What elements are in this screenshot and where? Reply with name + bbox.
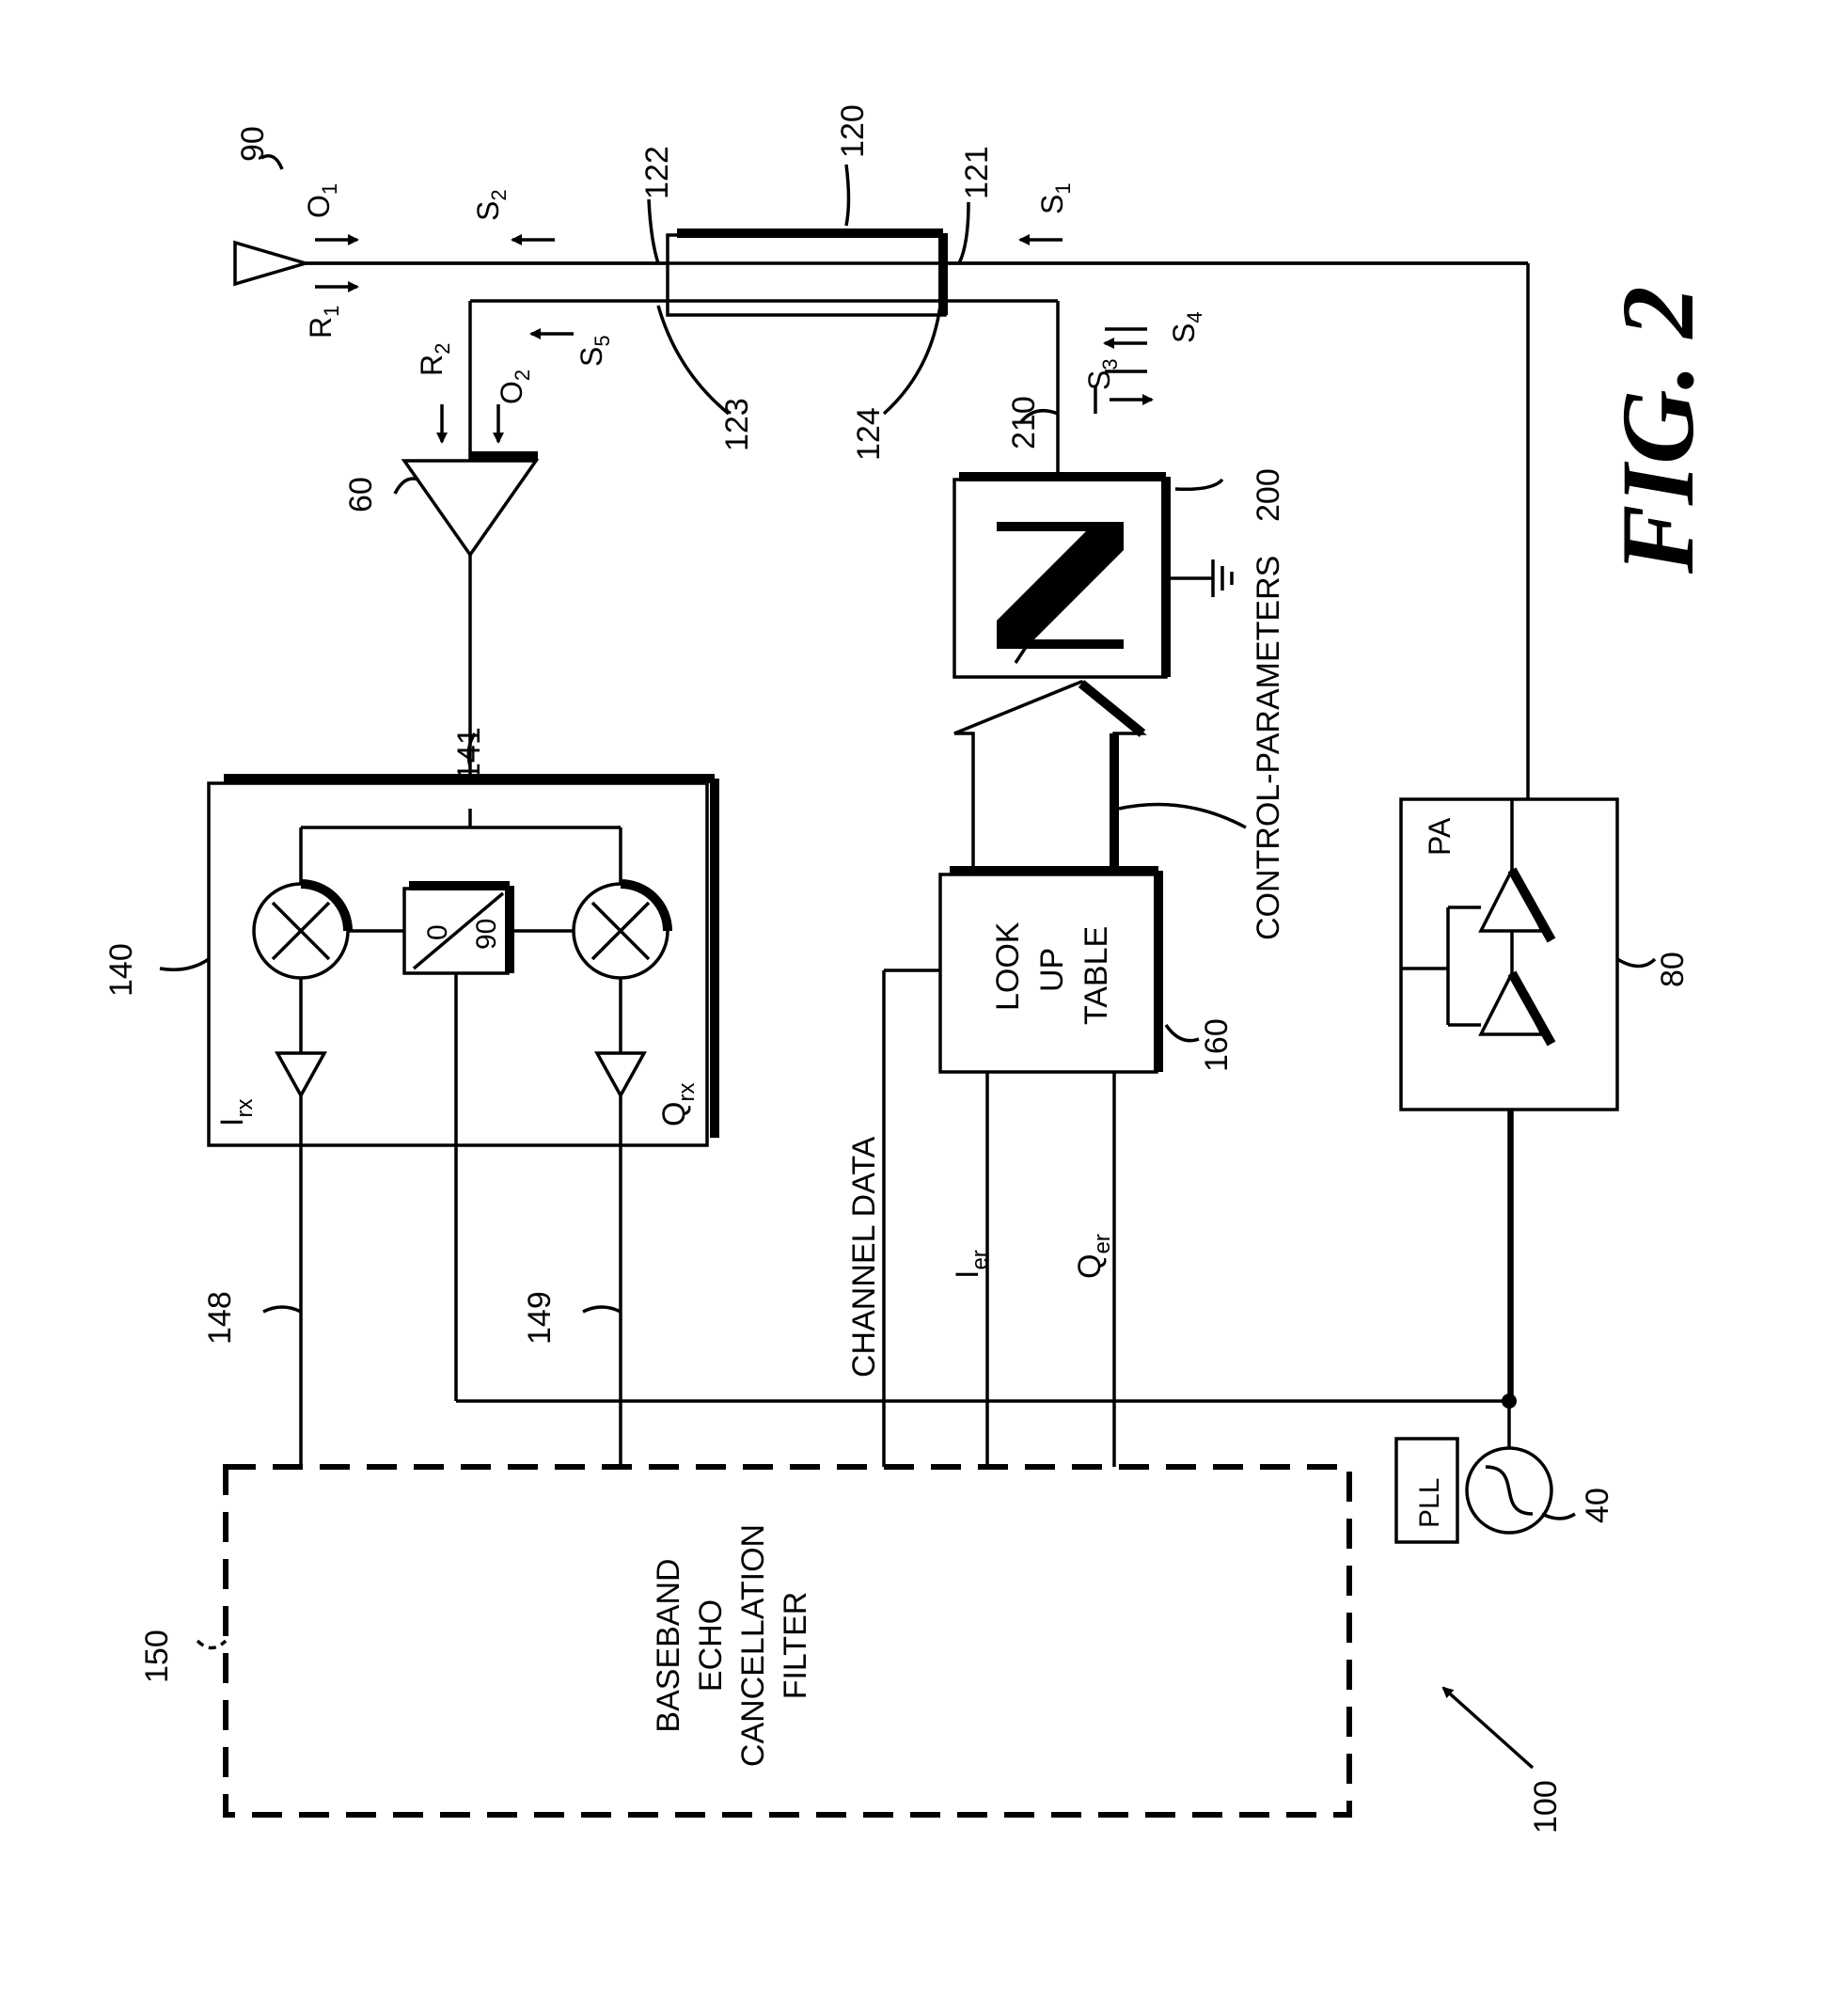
- label-phase-90: 90: [471, 919, 502, 950]
- label-pll: PLL: [1414, 1478, 1445, 1528]
- lookup-line2: UP: [1034, 948, 1070, 992]
- ref-149: 149: [522, 1291, 558, 1345]
- label-s5: S5: [575, 335, 614, 367]
- filter-line3: CANCELLATION: [735, 1524, 771, 1767]
- leader-121: [959, 202, 968, 263]
- ref-90: 90: [235, 126, 271, 162]
- leader-150: [197, 1641, 226, 1648]
- ref-210: 210: [1006, 396, 1042, 449]
- ref-160: 160: [1199, 1018, 1235, 1072]
- tunable-impedance-200: [954, 477, 1166, 677]
- figure-title: FIG. 2: [1600, 286, 1715, 575]
- arrow-100: [1443, 1688, 1533, 1768]
- ref-150: 150: [139, 1630, 175, 1683]
- label-phase-0: 0: [422, 924, 453, 940]
- ref-148: 148: [202, 1291, 238, 1345]
- filter-line1: BASEBAND: [651, 1558, 686, 1732]
- ref-60: 60: [343, 477, 379, 512]
- mixer-i-icon: [254, 884, 348, 978]
- mixer-q-icon: [574, 884, 668, 978]
- ref-120: 120: [835, 104, 871, 158]
- leader-140: [160, 959, 209, 969]
- oscillator-40: [1467, 1448, 1551, 1533]
- label-channel-data: CHANNEL DATA: [846, 1136, 882, 1378]
- label-s4: S4: [1167, 311, 1206, 343]
- leader-40: [1542, 1514, 1575, 1519]
- leader-122: [649, 199, 658, 263]
- ref-200: 200: [1251, 468, 1286, 522]
- filter-line2: ECHO: [693, 1599, 729, 1692]
- ref-100: 100: [1528, 1780, 1564, 1834]
- label-s3: S3: [1082, 358, 1122, 390]
- filter-line4: FILTER: [778, 1592, 813, 1700]
- label-s2: S2: [471, 189, 511, 221]
- label-control-parameters: CONTROL-PARAMETERS: [1251, 556, 1286, 940]
- ref-122: 122: [639, 146, 675, 199]
- leader-149: [583, 1307, 621, 1312]
- label-o1: O1: [302, 183, 341, 218]
- leader-148: [263, 1307, 301, 1312]
- leader-123: [658, 306, 729, 414]
- leader-200: [1175, 480, 1222, 489]
- label-r2: R2: [415, 343, 454, 376]
- ref-121: 121: [959, 146, 995, 199]
- ground-icon: [1166, 559, 1232, 597]
- ref-124: 124: [851, 407, 887, 461]
- lookup-line3: TABLE: [1078, 926, 1114, 1025]
- label-pa: PA: [1423, 817, 1456, 856]
- ref-40: 40: [1580, 1488, 1615, 1523]
- leader-control-parameters: [1119, 805, 1246, 828]
- label-r1: R1: [304, 306, 343, 339]
- ref-80: 80: [1655, 952, 1691, 987]
- leader-124: [884, 306, 940, 414]
- ref-123: 123: [719, 398, 755, 451]
- label-o2: O2: [495, 370, 534, 404]
- lookup-line1: LOOK: [990, 921, 1026, 1011]
- ref-140: 140: [103, 943, 139, 997]
- control-parameters-bus: [954, 682, 1142, 874]
- leader-60: [395, 479, 418, 494]
- leader-80: [1617, 959, 1655, 967]
- label-s1: S1: [1035, 182, 1075, 214]
- label-qer: Qer: [1072, 1234, 1115, 1279]
- leader-120: [846, 165, 849, 226]
- coupler-120: [306, 233, 1528, 315]
- leader-160: [1166, 1025, 1199, 1041]
